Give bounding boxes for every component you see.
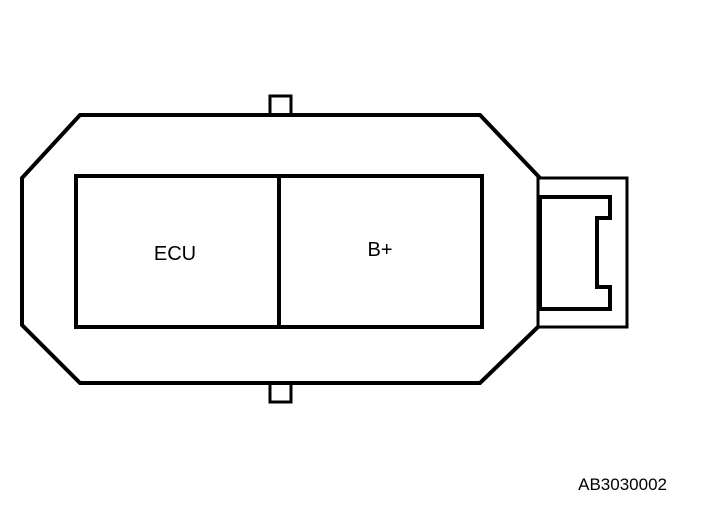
figure-code: AB3030002 [578,475,667,494]
terminal-label-bplus: B+ [367,239,392,261]
side-latch-notch [538,195,612,311]
terminal-label-ecu: ECU [154,243,196,265]
